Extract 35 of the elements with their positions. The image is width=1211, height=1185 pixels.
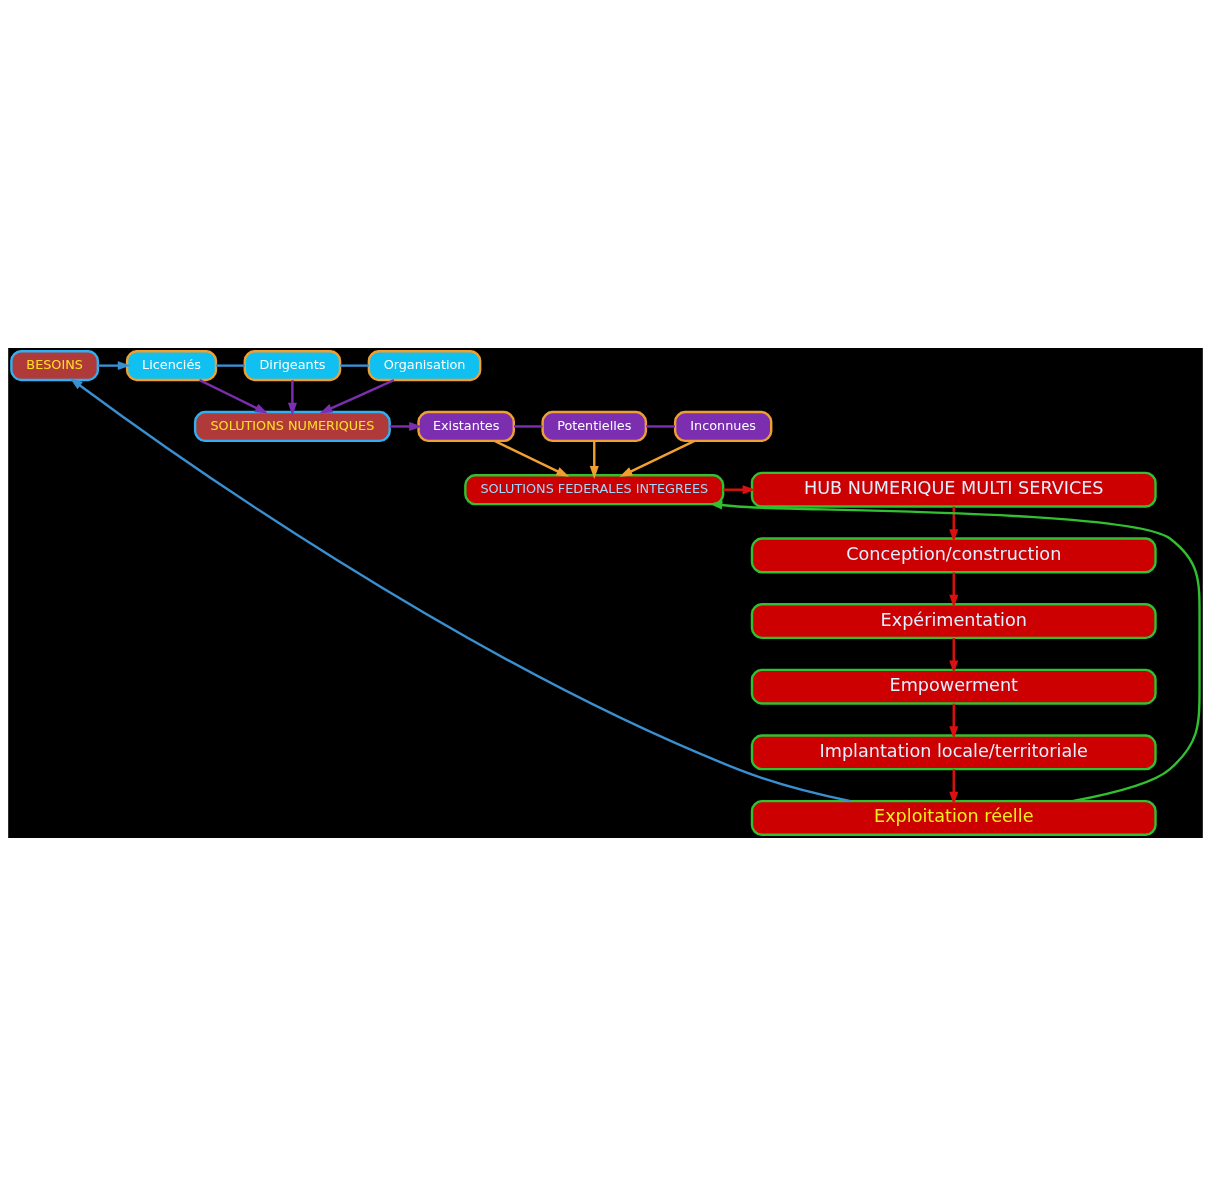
arrow xyxy=(949,703,959,739)
node-box: Licenciés xyxy=(125,349,218,381)
node-box: Existantes xyxy=(417,410,515,442)
arrow xyxy=(319,378,395,413)
node-box: SOLUTIONS FEDERALES INTEGREES xyxy=(464,473,725,505)
connector xyxy=(513,424,543,428)
node-box: BESOINS xyxy=(10,349,100,381)
arrow xyxy=(949,506,959,542)
arrow xyxy=(69,377,851,802)
arrow xyxy=(199,378,268,414)
node-box: Dirigeants xyxy=(243,349,342,381)
node-box: HUB NUMERIQUE MULTI SERVICES xyxy=(750,471,1157,508)
arrow xyxy=(723,484,756,494)
node-box: Empowerment xyxy=(750,668,1157,705)
node-box: Expérimentation xyxy=(750,602,1157,639)
arrow xyxy=(709,500,1201,802)
arrow xyxy=(494,439,570,477)
node-box: Conception/construction xyxy=(750,536,1157,573)
connector xyxy=(646,424,675,428)
node-box: Exploitation réelle xyxy=(750,799,1157,836)
arrow xyxy=(589,440,599,479)
node-box: Inconnues xyxy=(673,410,773,442)
node-box: Potentielles xyxy=(541,410,648,442)
node-box: Organisation xyxy=(367,349,482,381)
arrow xyxy=(287,379,297,416)
arrow xyxy=(98,360,131,370)
arrow xyxy=(619,439,696,477)
connector xyxy=(340,363,369,367)
connector xyxy=(216,363,245,367)
node-box: Implantation locale/territoriale xyxy=(750,733,1157,770)
arrow xyxy=(949,637,959,673)
node-box: SOLUTIONS NUMERIQUES xyxy=(193,410,391,442)
arrow xyxy=(949,571,959,608)
arrow xyxy=(389,421,423,431)
arrow xyxy=(949,768,959,805)
